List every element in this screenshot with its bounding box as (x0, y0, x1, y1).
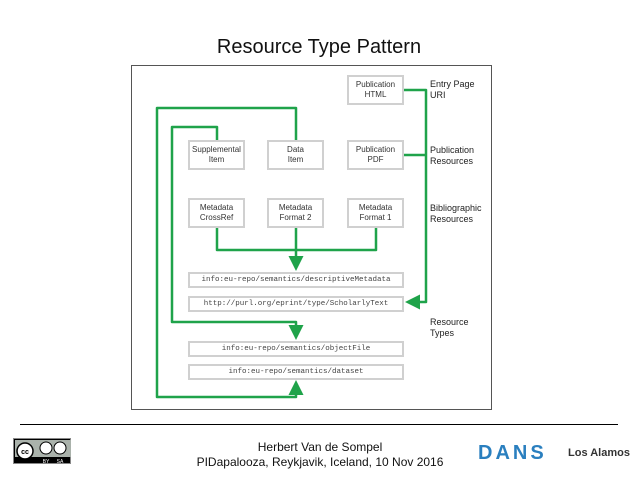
slide-title: Resource Type Pattern (216, 36, 422, 58)
line-metadata-join (215, 228, 378, 266)
cc-by-sa-license-icon: cc BY SA (13, 438, 71, 465)
line-html-to-scholarly (404, 88, 428, 310)
box-line: Format 1 (359, 213, 392, 222)
box-line: Publication (355, 80, 396, 89)
uri-descriptive-metadata: info:eu-repo/semantics/descriptiveMetada… (188, 272, 404, 288)
box-line: Data (287, 145, 304, 154)
label-line: Resources (430, 156, 474, 166)
line-data-to-dataset (155, 106, 304, 399)
uri-scholarly-text: http://purl.org/eprint/type/ScholarlyTex… (188, 296, 404, 312)
author: Herbert Van de Sompel (257, 440, 383, 454)
footer-divider (20, 424, 618, 425)
box-line: Metadata (199, 203, 234, 212)
svg-text:BY: BY (43, 459, 50, 465)
uri-dataset: info:eu-repo/semantics/dataset (188, 364, 404, 380)
box-line: HTML (364, 90, 387, 99)
los-alamos-logo: Los Alamos (568, 447, 630, 459)
svg-text:SA: SA (57, 459, 64, 465)
label-line: URI (430, 90, 446, 100)
svg-text:cc: cc (21, 449, 29, 456)
box-line: Format 2 (279, 213, 312, 222)
footer-credits: Herbert Van de Sompel PIDapalooza, Reykj… (160, 440, 480, 470)
box-line: Metadata (278, 203, 313, 212)
box-line: Publication (355, 145, 396, 154)
label-line: Entry Page (430, 79, 475, 89)
dans-logo: DANS (478, 442, 547, 464)
uri-object-file: info:eu-repo/semantics/objectFile (188, 341, 404, 357)
label-line: Publication (430, 145, 475, 155)
label-line: Types (430, 328, 455, 338)
box-line: PDF (367, 155, 384, 164)
diagram-frame (131, 65, 492, 410)
box-line: Item (287, 155, 304, 164)
label-line: Resource (430, 317, 469, 327)
box-line: CrossRef (199, 213, 234, 222)
line-supplemental-to-objectfile (170, 125, 304, 340)
box-line: Metadata (358, 203, 393, 212)
box-line: Item (208, 155, 225, 164)
box-line: Supplemental (192, 145, 241, 154)
event-line: PIDapalooza, Reykjavik, Iceland, 10 Nov … (196, 455, 444, 469)
label-line: Bibliographic (430, 203, 482, 213)
label-line: Resources (430, 214, 474, 224)
